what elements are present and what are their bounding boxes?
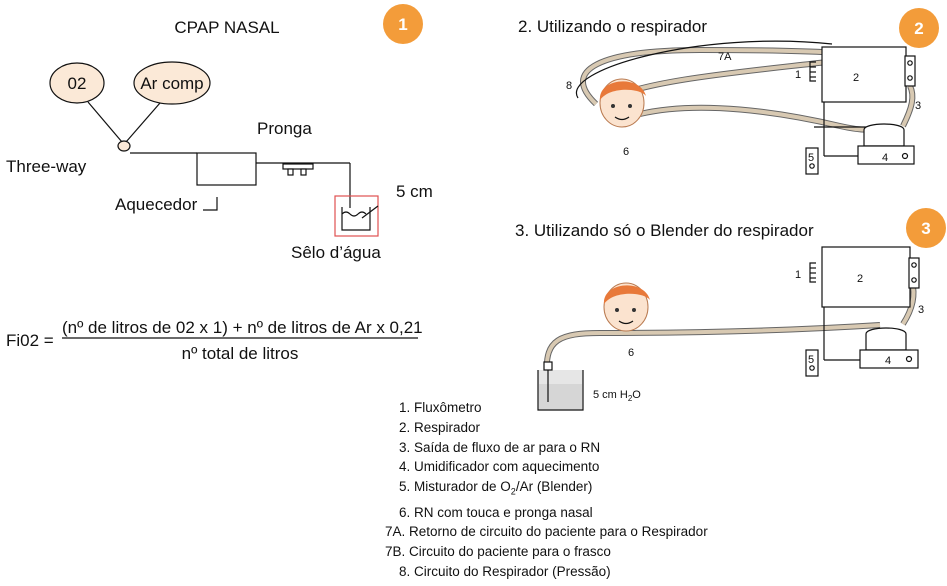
- humidifier-3-knob: [905, 355, 913, 363]
- heater-pointer: [203, 197, 218, 211]
- humidifier-base: [857, 145, 915, 165]
- port-knob-3b: [911, 277, 917, 283]
- three-way-connector: [117, 140, 131, 152]
- label-1: 1: [795, 69, 801, 81]
- circuit-8-line: [575, 40, 833, 99]
- legend-item-2: 2. Respirador: [399, 419, 481, 435]
- legend-item-5: 5. Misturador de O2/Ar (Blender): [399, 479, 593, 497]
- label-7a: 7A: [718, 51, 732, 63]
- label-3-5: 5: [808, 354, 814, 366]
- legend-item-3: 3. Saída de fluxo de ar para o RN: [399, 439, 601, 455]
- badge-1: [383, 4, 423, 44]
- blender-box: [805, 147, 819, 175]
- baby-cap-3: [603, 285, 650, 304]
- panel-2-title: 2. Utilizando o respirador: [518, 17, 707, 36]
- prong-body: [282, 163, 314, 170]
- legend: 1. Fluxômetro 2. Respirador 3. Saída de …: [385, 398, 708, 582]
- baby-eye-right: [628, 104, 632, 108]
- baby-cap: [599, 81, 646, 100]
- formula-numerator: (nº de litros de 02 x 1) + nº de litros …: [62, 318, 423, 337]
- panel-2: 2 2. Utilizando o respirador: [518, 8, 939, 175]
- ventilator-box: [821, 46, 907, 103]
- blender-box-3: [805, 349, 819, 377]
- seal-jar: [341, 207, 371, 231]
- prong-label: Pronga: [257, 119, 312, 138]
- tube-7b-3: [544, 323, 881, 373]
- baby-eye-left: [611, 104, 615, 108]
- label-8: 8: [566, 80, 572, 92]
- prong-tip-right: [300, 168, 307, 176]
- legend-item-7b: 7B. Circuito do paciente para o frasco: [385, 544, 611, 560]
- label-3-4: 4: [885, 355, 891, 367]
- water-depth-label: 5 cm H2O: [593, 389, 641, 403]
- badge-3: [906, 208, 946, 248]
- cpap-title: CPAP NASAL: [174, 18, 279, 37]
- seal-highlight: [334, 195, 379, 237]
- air-line: [125, 102, 161, 143]
- port-knob-top: [907, 60, 913, 66]
- blender-knob: [809, 163, 815, 169]
- ventilator-port-3: [908, 257, 920, 289]
- baby-3-mouth: [618, 320, 634, 325]
- label-5: 5: [808, 152, 814, 164]
- o2-source-oval: [49, 62, 105, 104]
- heater-box: [196, 152, 257, 186]
- panel-3-title: 3. Utilizando só o Blender do respirador: [515, 221, 814, 240]
- prong-tip-left: [287, 168, 294, 176]
- air-label: Ar comp: [140, 74, 203, 93]
- baby-mouth: [614, 116, 630, 121]
- legend-item-1: 1. Fluxômetro: [399, 400, 482, 415]
- humidifier-knob: [901, 152, 909, 160]
- baby-3-eye-left: [615, 308, 619, 312]
- water-surface: [341, 211, 367, 217]
- port-knob-bottom: [907, 75, 913, 81]
- label-6: 6: [623, 146, 629, 158]
- formula-denominator: nº total de litros: [182, 344, 299, 363]
- heater-label: Aquecedor: [115, 195, 198, 214]
- water-level-3: [539, 384, 582, 409]
- ventilator-box-3: [821, 246, 911, 308]
- o2-label: 02: [68, 74, 87, 93]
- panel-1: 1 CPAP NASAL 02 Ar comp Three-way Aquece…: [6, 4, 433, 262]
- blender-3-knob: [809, 365, 815, 371]
- o2-line: [87, 101, 123, 143]
- humidifier-base-3: [859, 349, 919, 369]
- label-4: 4: [882, 152, 888, 164]
- jar-cap: [543, 361, 553, 371]
- label-3-1: 1: [795, 269, 801, 281]
- label-3-6: 6: [628, 347, 634, 359]
- three-way-label: Three-way: [6, 157, 87, 176]
- label-3-2: 2: [857, 273, 863, 285]
- formula-lhs: Fi02 =: [6, 331, 54, 350]
- badge-3-number: 3: [921, 219, 930, 238]
- humidifier-chamber: [863, 123, 905, 147]
- air-source-oval: [133, 61, 211, 105]
- baby-3-eye-right: [632, 308, 636, 312]
- badge-2: [899, 8, 939, 48]
- port-knob-3a: [911, 262, 917, 268]
- badge-1-number: 1: [398, 15, 407, 34]
- legend-item-6: 6. RN com touca e pronga nasal: [399, 504, 593, 520]
- label-3: 3: [915, 100, 921, 112]
- humidifier-chamber-3: [865, 327, 907, 351]
- badge-2-number: 2: [914, 19, 923, 38]
- legend-item-4: 4. Umidificador com aquecimento: [399, 459, 600, 475]
- depth-pointer: [361, 205, 379, 219]
- ventilator-port: [904, 55, 916, 87]
- legend-item-7a: 7A. Retorno de circuito do paciente para…: [385, 524, 708, 540]
- fio2-formula: Fi02 = (nº de litros de 02 x 1) + nº de …: [6, 318, 423, 363]
- depth-label: 5 cm: [396, 182, 433, 201]
- panel-3: 3 3. Utilizando só o Blender do respirad…: [515, 208, 946, 411]
- label-2: 2: [853, 72, 859, 84]
- legend-item-8: 8. Circuito do Respirador (Pressão): [399, 564, 611, 580]
- label-3-3: 3: [918, 304, 924, 316]
- tube-3: [901, 85, 915, 127]
- seal-label: Sêlo d’água: [291, 243, 381, 262]
